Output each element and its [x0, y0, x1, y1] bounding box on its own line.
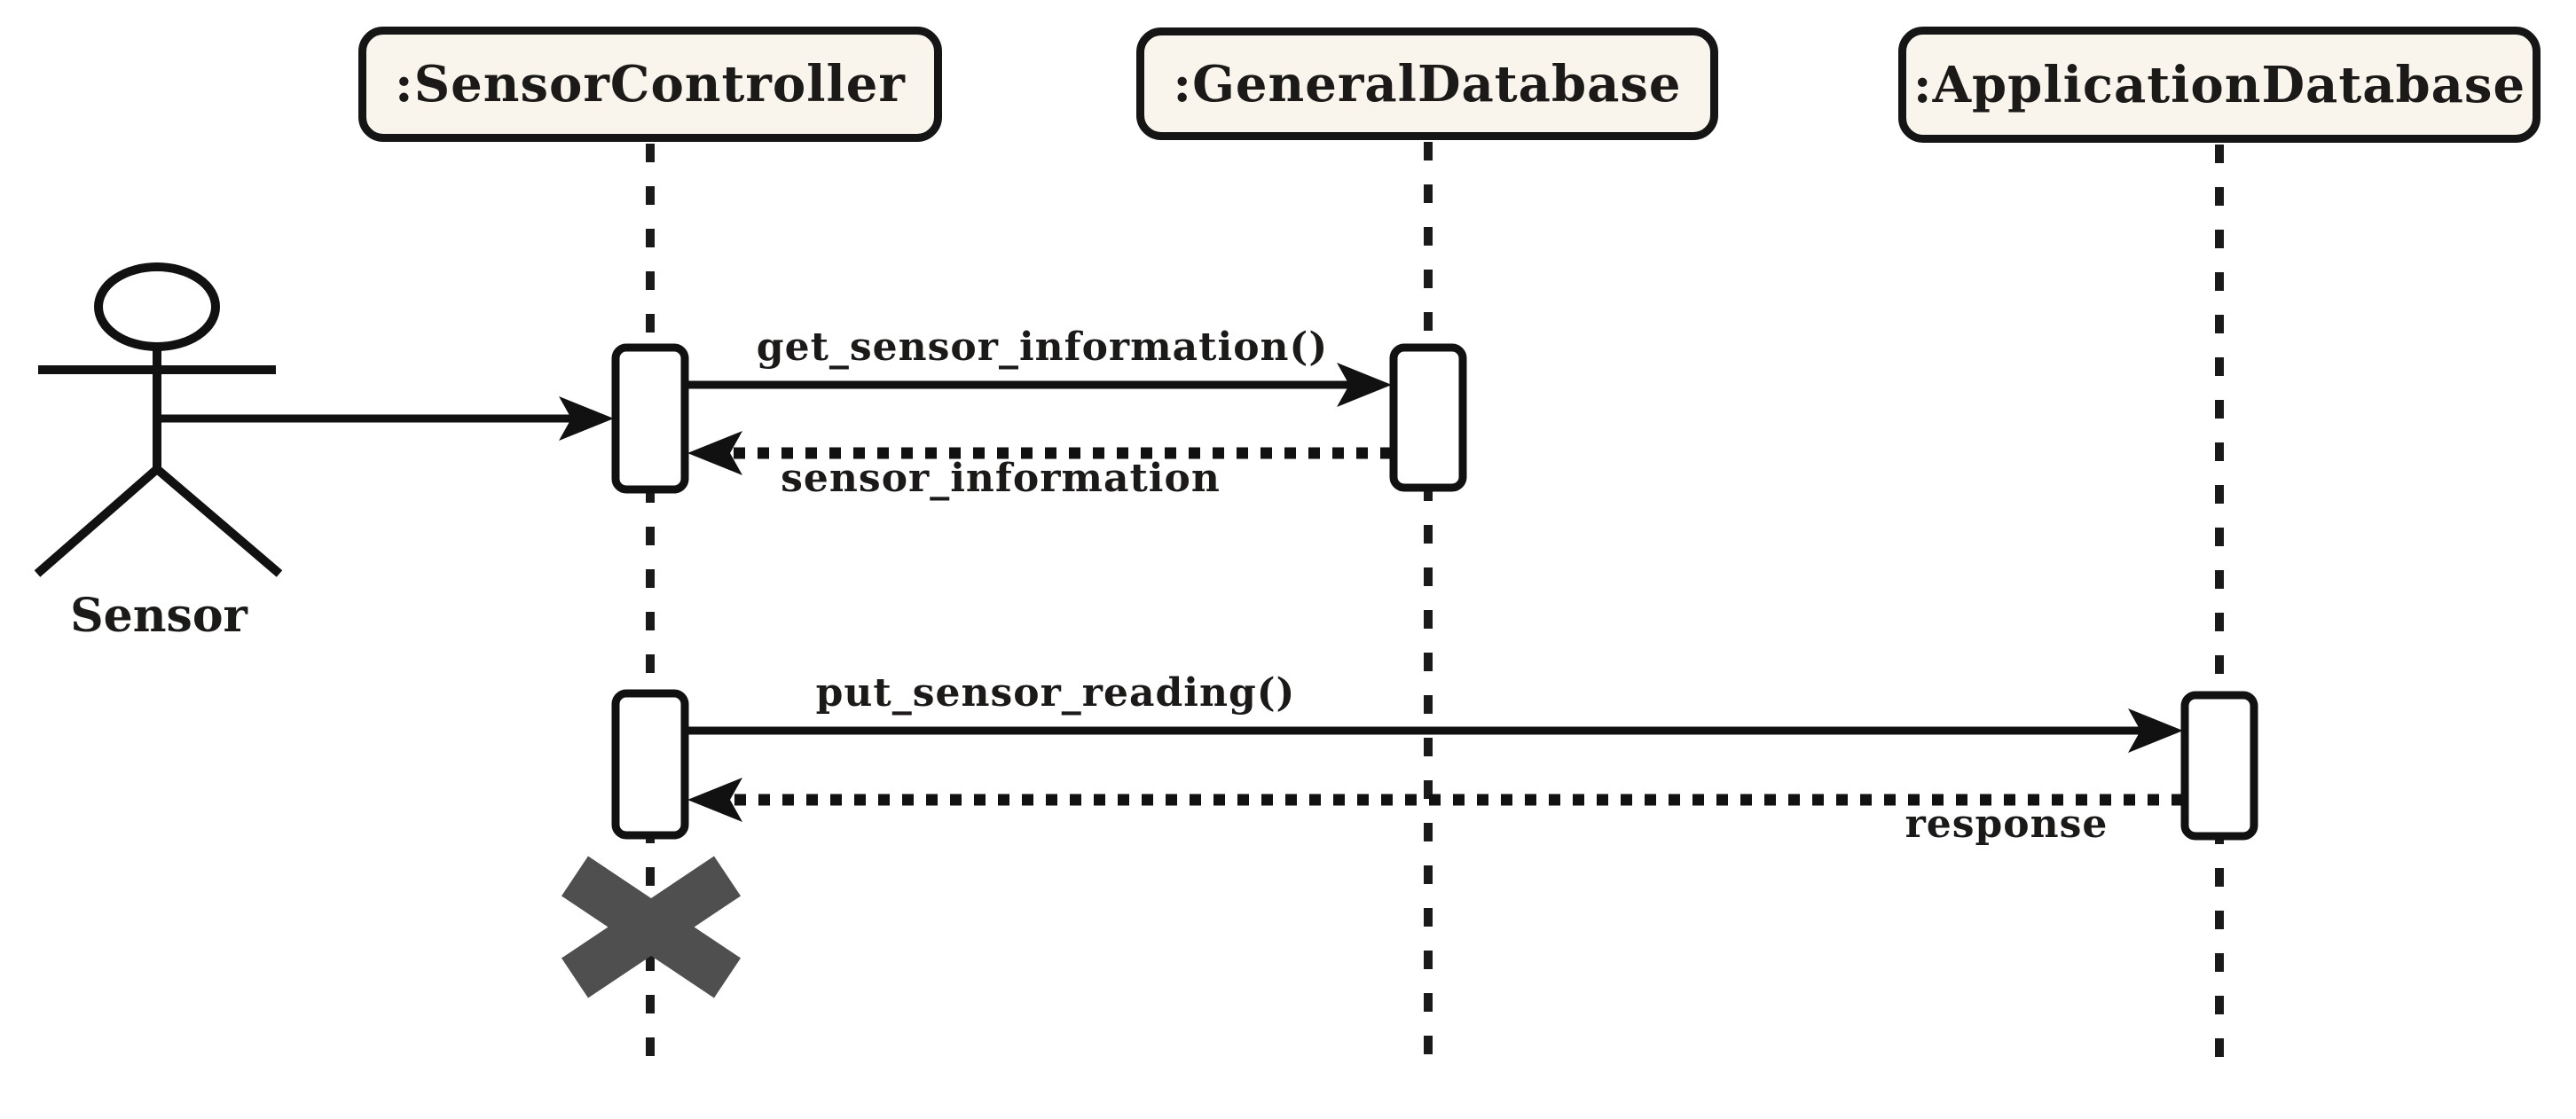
message-arrow-get-sensor-information — [687, 363, 1392, 407]
actor-label: Sensor — [70, 589, 247, 643]
message-label-put-sensor-reading: put_sensor_reading() — [815, 670, 1296, 716]
message-label-response: response — [1905, 802, 2109, 847]
message-label-sensor-information: sensor_information — [781, 456, 1221, 501]
message-label-get-sensor-information: get_sensor_information() — [756, 325, 1329, 370]
message-arrow-sensor-information-return — [687, 431, 1392, 475]
activation-sensorcontroller-2 — [611, 689, 689, 840]
activation-bars — [611, 343, 2258, 841]
message-arrow-response-return — [687, 778, 2183, 822]
destroy-x-icon — [561, 856, 742, 998]
participant-box-sensorcontroller: :SensorController — [358, 27, 942, 142]
participant-box-generaldatabase: :GeneralDatabase — [1136, 27, 1718, 140]
activation-generaldatabase — [1389, 343, 1467, 492]
participant-box-applicationdatabase: :ApplicationDatabase — [1898, 27, 2541, 143]
activation-applicationdatabase — [2180, 691, 2258, 841]
message-arrow-put-sensor-reading — [687, 708, 2183, 753]
activation-sensorcontroller-1 — [611, 343, 689, 494]
message-arrow-activate — [159, 396, 614, 441]
actor-stick-figure-icon — [34, 262, 283, 577]
